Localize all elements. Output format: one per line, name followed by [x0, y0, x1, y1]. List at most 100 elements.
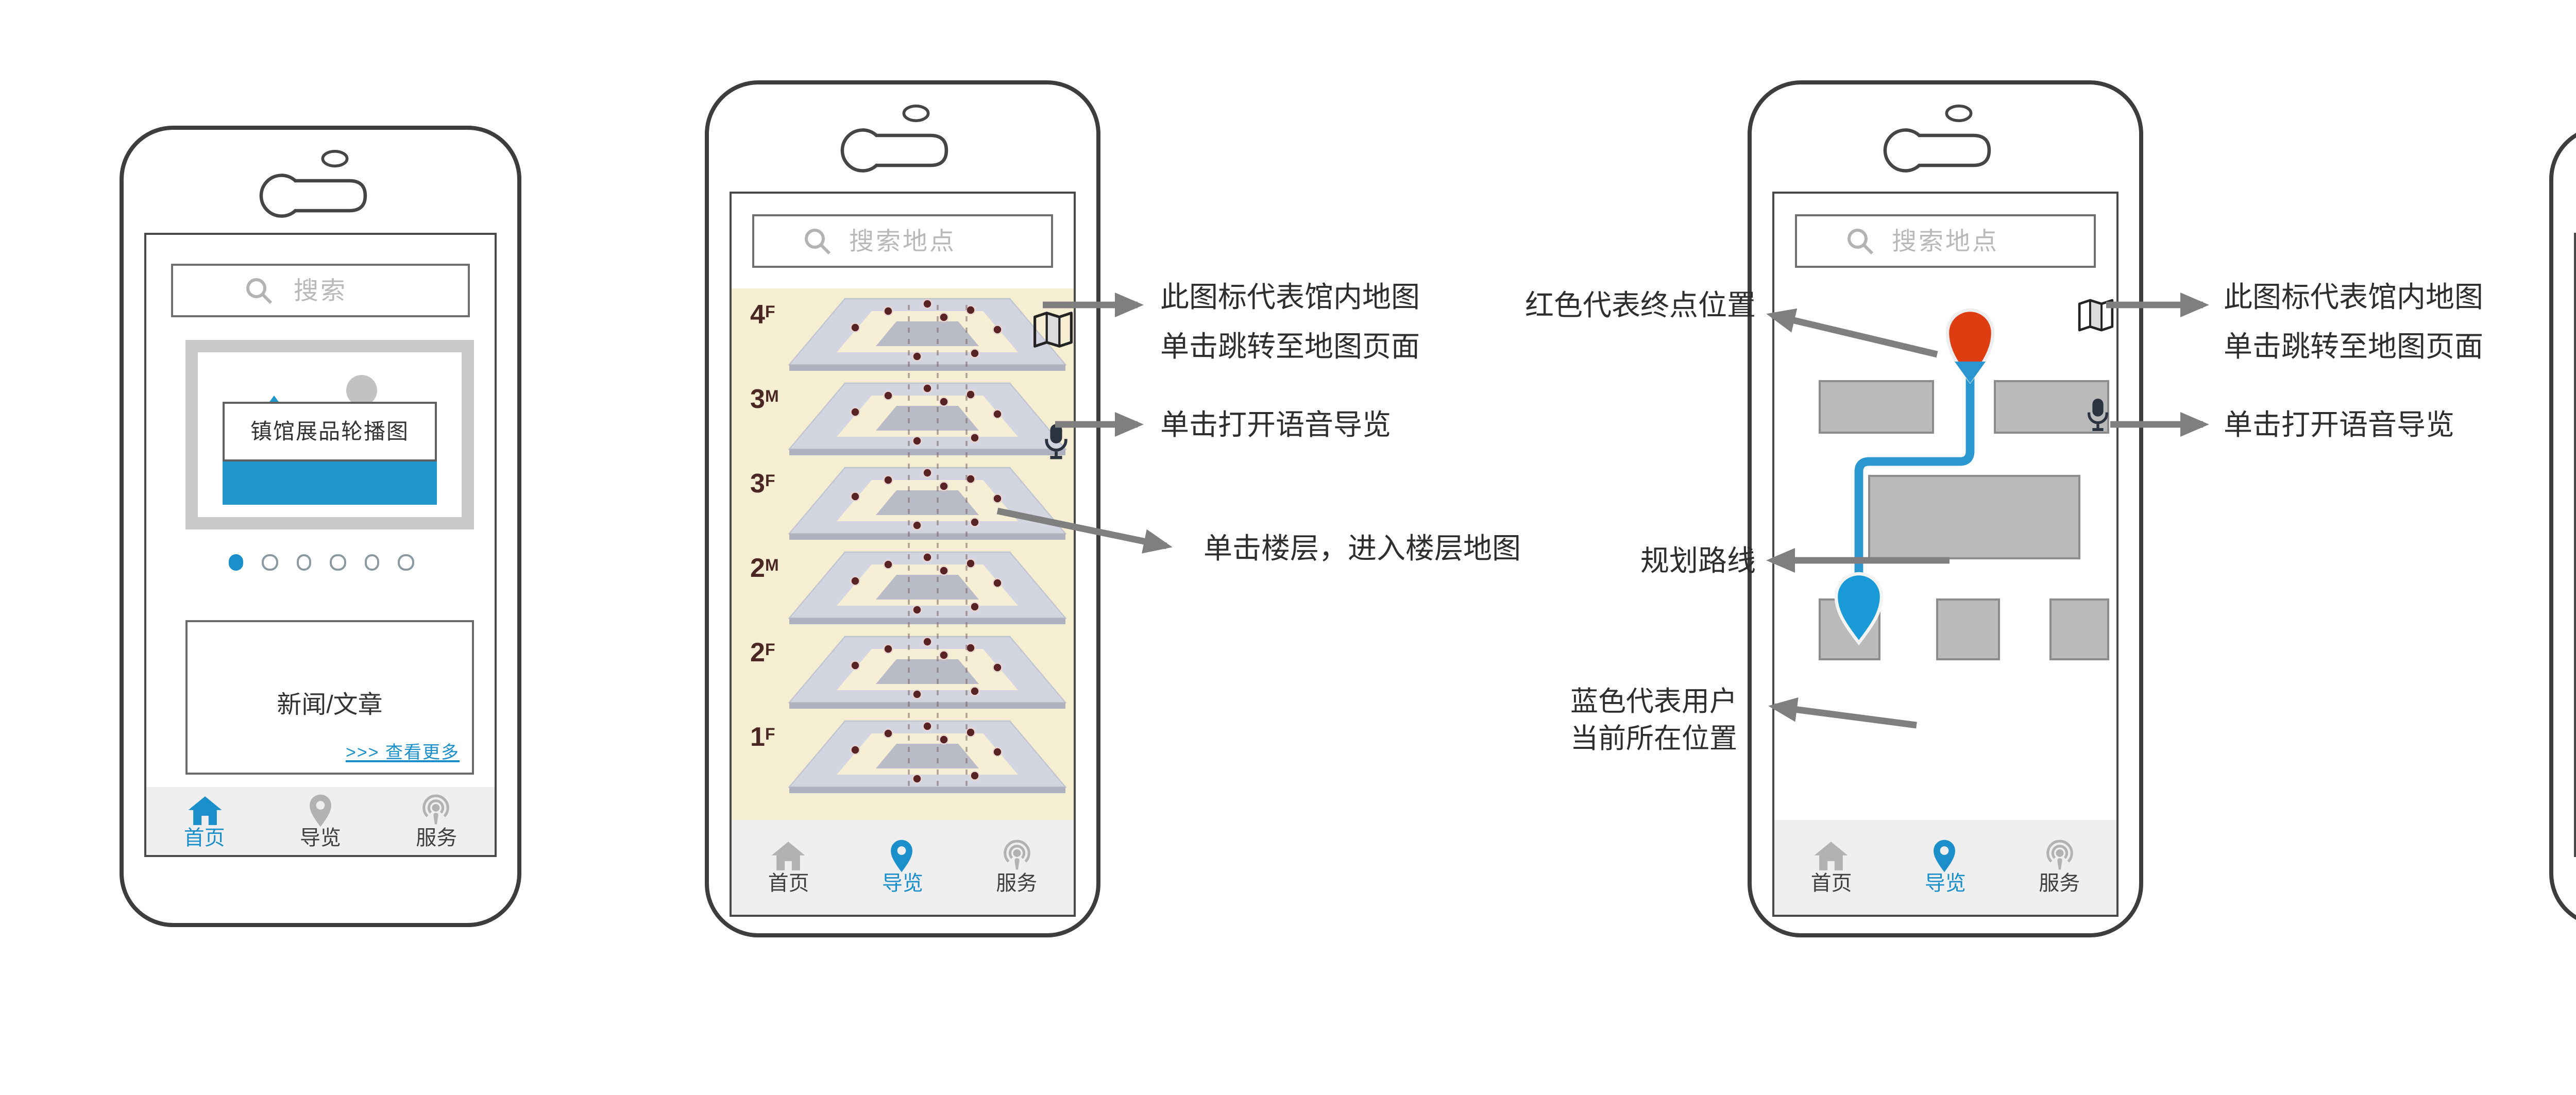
note-line: 蓝色代表用户 — [1570, 686, 1737, 717]
note-line: 单击楼层，进入楼层地图 — [1204, 532, 1521, 564]
current-location-pin-blue — [1834, 572, 1884, 646]
building-block — [2049, 598, 2109, 660]
nav-home[interactable]: 首页 — [732, 820, 845, 915]
microphone-icon[interactable] — [2086, 391, 2110, 439]
sun-placeholder-icon — [345, 375, 377, 406]
search-placeholder: 搜索地点 — [849, 227, 956, 256]
note-line: 单击跳转至地图页面 — [1160, 330, 1420, 363]
note-floor-click: 单击楼层，进入楼层地图 — [1204, 523, 1521, 573]
building-block — [1868, 475, 2080, 559]
nav-guide-label: 导览 — [1924, 874, 1966, 896]
nav-service[interactable]: 服务 — [2003, 820, 2116, 915]
nav-home[interactable]: 首页 — [146, 787, 262, 855]
note-map-icon-p3: 此图标代表馆内地图 单击跳转至地图页面 — [2224, 272, 2483, 371]
map-pin-icon — [1935, 840, 1956, 872]
carousel-dot[interactable] — [398, 554, 413, 570]
camera-icon — [1945, 104, 1973, 123]
phone-mockup-home-1: 搜索 镇馆展品轮播图 新闻/文章 >>> 查看更多 首页 — [120, 126, 521, 927]
note-red-pin: 红色代表终点位置 — [1521, 288, 1756, 321]
note-voice-p2: 单击打开语音导览 — [1160, 400, 1391, 449]
microphone-icon[interactable] — [1043, 416, 1070, 468]
note-route: 规划路线 — [1636, 544, 1756, 577]
search-placeholder: 搜索地点 — [1891, 227, 1999, 256]
nav-home-label: 首页 — [768, 874, 809, 896]
building-block — [1994, 380, 2109, 434]
nav-guide[interactable]: 导览 — [262, 787, 378, 855]
carousel-image-placeholder: 镇馆展品轮播图 — [198, 352, 462, 517]
carousel[interactable]: 镇馆展品轮播图 — [185, 340, 474, 529]
speaker-icon — [258, 174, 366, 218]
carousel-caption: 镇馆展品轮播图 — [250, 420, 409, 445]
search-icon — [247, 278, 273, 304]
broadcast-icon — [2046, 840, 2073, 870]
carousel-dot-active[interactable] — [228, 554, 243, 570]
home-icon — [188, 795, 222, 824]
indoor-map-icon[interactable] — [2077, 297, 2114, 334]
nav-service[interactable]: 服务 — [379, 787, 495, 855]
carousel-dot[interactable] — [296, 554, 311, 570]
note-voice-p3: 单击打开语音导览 — [2224, 400, 2454, 449]
nav-service-label: 服务 — [2039, 874, 2080, 896]
bottom-nav: 首页 导览 服务 — [732, 820, 1074, 915]
news-placeholder: 新闻/文章 — [277, 689, 383, 718]
floor-label-3f[interactable]: 3F — [750, 468, 775, 499]
nav-guide-label: 导览 — [882, 874, 923, 896]
nav-guide-label: 导览 — [299, 827, 341, 850]
phone-mockup-floors: 搜索地点 — [705, 80, 1100, 937]
nav-guide[interactable]: 导览 — [1888, 820, 2002, 915]
broadcast-icon — [423, 793, 450, 824]
camera-icon — [902, 104, 930, 123]
floor-label-3m[interactable]: 3M — [750, 383, 779, 414]
indoor-route-map — [1774, 288, 2116, 824]
search-input[interactable]: 搜索 — [171, 264, 470, 317]
nav-guide[interactable]: 导览 — [845, 820, 959, 915]
search-input[interactable]: 搜索地点 — [1795, 214, 2096, 268]
building-block — [1936, 598, 2000, 660]
carousel-dots[interactable] — [146, 554, 495, 570]
search-input[interactable]: 搜索地点 — [752, 214, 1053, 268]
broadcast-icon — [1003, 840, 1030, 870]
carousel-dot[interactable] — [364, 554, 379, 570]
note-line: 此图标代表馆内地图 — [1160, 280, 1420, 313]
nav-service-label: 服务 — [416, 827, 457, 850]
floor-label-1f[interactable]: 1F — [750, 721, 775, 752]
home-icon — [1815, 842, 1849, 870]
nav-service[interactable]: 服务 — [960, 820, 1074, 915]
phone-mockup-route: 搜索地点 — [1748, 80, 2143, 937]
view-more-link[interactable]: >>> 查看更多 — [345, 742, 460, 762]
carousel-dot[interactable] — [262, 554, 277, 570]
note-line: 单击跳转至地图页面 — [2224, 330, 2483, 363]
route-map-graphic — [1819, 308, 2109, 660]
route-start-arrow — [1955, 362, 1986, 383]
floor-label-2m[interactable]: 2M — [750, 552, 779, 583]
bottom-nav: 首页 导览 服务 — [146, 787, 495, 855]
search-bar-area: 搜索地点 — [732, 194, 1074, 288]
planned-route-line — [1854, 371, 1975, 591]
carousel-caption-box: 镇馆展品轮播图 — [222, 402, 438, 461]
floor-stack-graphic — [788, 298, 1066, 794]
camera-icon — [320, 149, 348, 168]
speaker-icon — [1883, 128, 1991, 173]
search-bar-area: 搜索地点 — [1774, 194, 2116, 288]
note-line: 规划路线 — [1640, 544, 1756, 577]
phone-mockup-home-2: 搜索 镇馆展品轮播图 新闻/文章 >>> 查看更多 首页 — [2549, 126, 2576, 927]
map-pin-icon — [310, 793, 331, 826]
speaker-icon — [840, 128, 948, 173]
nav-home-label: 首页 — [1810, 874, 1852, 896]
floor-stack-map: 4F 3M 3F 2M 2F 1F — [732, 288, 1074, 824]
floor-label-4f[interactable]: 4F — [750, 299, 775, 330]
note-line: 红色代表终点位置 — [1525, 288, 1756, 321]
search-icon — [805, 229, 831, 255]
nav-home[interactable]: 首页 — [1774, 820, 1888, 915]
nav-service-label: 服务 — [996, 874, 1038, 896]
carousel-dot[interactable] — [330, 554, 345, 570]
note-map-icon-p2: 此图标代表馆内地图 单击跳转至地图页面 — [1160, 272, 1420, 371]
indoor-map-icon[interactable] — [1032, 309, 1074, 350]
note-line: 单击打开语音导览 — [1160, 408, 1391, 441]
note-line: 单击打开语音导览 — [2224, 408, 2454, 441]
news-box: 新闻/文章 >>> 查看更多 — [185, 620, 474, 775]
search-placeholder: 搜索 — [293, 276, 347, 305]
floor-label-2f[interactable]: 2F — [750, 637, 775, 668]
home-icon — [772, 842, 806, 870]
